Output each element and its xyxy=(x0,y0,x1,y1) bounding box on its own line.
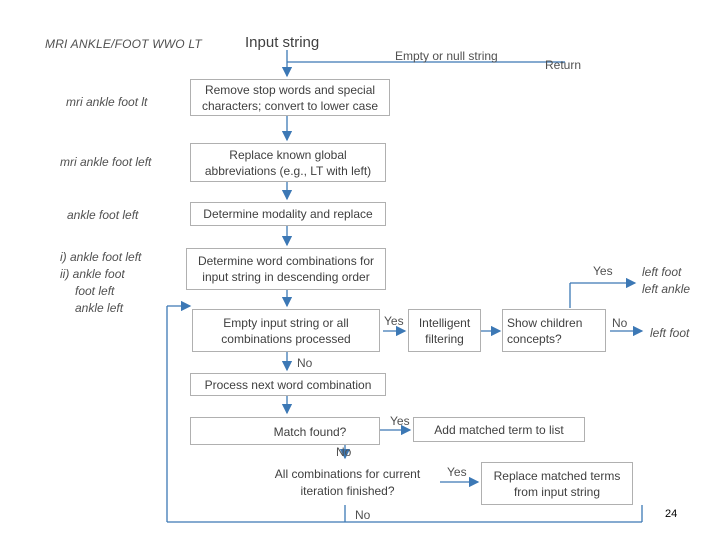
empty-string-label: Empty or null string xyxy=(395,49,498,63)
example-step4-line3: foot left xyxy=(75,284,115,298)
step-determine-modality-text: Determine modality and replace xyxy=(203,207,373,221)
edge-no-process: No xyxy=(297,356,313,370)
step-show-children: Show children concepts? xyxy=(502,309,606,352)
step-intelligent-filtering: Intelligent filtering xyxy=(408,309,481,352)
example-step2: mri ankle foot left xyxy=(60,155,152,169)
step-all-finished: All combinations for current iteration f… xyxy=(274,467,421,498)
result-no: left foot xyxy=(650,326,690,340)
example-step4-line4: ankle left xyxy=(75,301,124,315)
edge-yes-intelligent: Yes xyxy=(384,314,404,328)
step-replace-abbreviations: Replace known global abbreviations (e.g.… xyxy=(190,143,386,182)
edge-no-all: No xyxy=(355,508,371,522)
step-remove-stop-words: Remove stop words and special characters… xyxy=(190,79,390,116)
edge-yes-show: Yes xyxy=(593,264,613,278)
step-intelligent-filtering-text: Intelligent filtering xyxy=(418,315,471,346)
step-empty-or-all-text: Empty input string or all combinations p… xyxy=(221,315,351,346)
step-process-next: Process next word combination xyxy=(190,373,386,396)
step-match-found: Match found? xyxy=(190,417,380,445)
step-word-combinations-text: Determine word combinations for input st… xyxy=(197,254,375,284)
case-title: MRI ANKLE/FOOT WWO LT xyxy=(45,37,202,51)
edge-no-match: No xyxy=(336,445,352,459)
example-step4-line1: i) ankle foot left xyxy=(60,250,142,264)
page-number: 24 xyxy=(665,508,678,520)
step-word-combinations: Determine word combinations for input st… xyxy=(186,248,386,290)
step-show-children-text: Show children concepts? xyxy=(507,315,583,346)
result-yes-line2: left ankle xyxy=(642,282,691,296)
step-replace-matched: Replace matched terms from input string xyxy=(481,462,633,505)
input-string-label: Input string xyxy=(245,34,320,51)
step-add-matched-text: Add matched term to list xyxy=(434,422,564,437)
example-step1: mri ankle foot lt xyxy=(66,95,148,109)
edge-yes-all: Yes xyxy=(447,465,467,479)
return-label: Return xyxy=(545,58,582,72)
edge-yes-match: Yes xyxy=(390,414,410,428)
edge-no-show: No xyxy=(612,316,628,330)
step-empty-or-all: Empty input string or all combinations p… xyxy=(192,309,380,352)
step-replace-matched-text: Replace matched terms from input string xyxy=(493,468,621,499)
step-match-found-text: Match found? xyxy=(273,425,347,439)
step-determine-modality: Determine modality and replace xyxy=(190,202,386,226)
example-step4-line2: ii) ankle foot xyxy=(60,267,125,281)
step-process-next-text: Process next word combination xyxy=(204,377,372,392)
step-remove-stop-words-text: Remove stop words and special characters… xyxy=(201,82,379,113)
result-yes-line1: left foot xyxy=(642,265,682,279)
step-add-matched: Add matched term to list xyxy=(413,417,585,442)
example-step3: ankle foot left xyxy=(67,208,139,222)
step-replace-abbreviations-text: Replace known global abbreviations (e.g.… xyxy=(204,147,372,178)
